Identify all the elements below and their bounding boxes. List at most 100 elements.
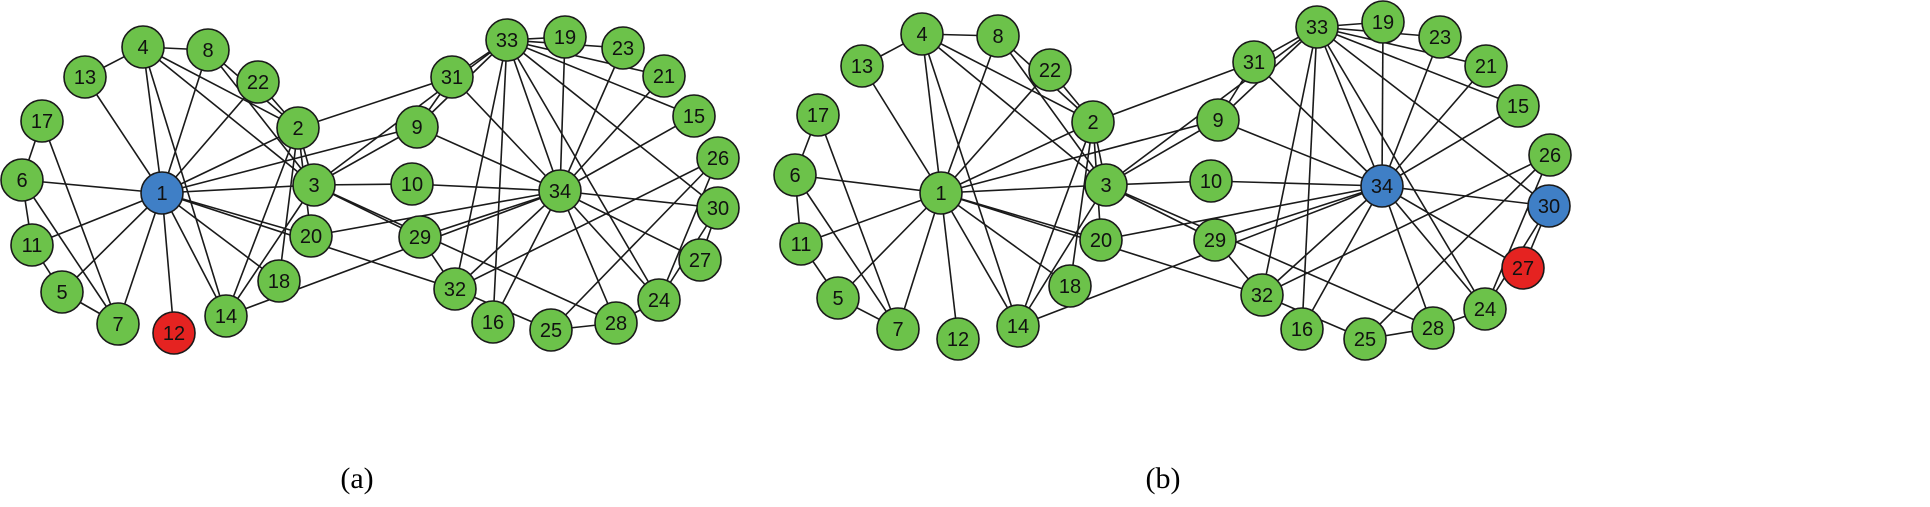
panel-a-node-33: 33	[485, 18, 529, 62]
panel-a-node-18-circle	[257, 259, 301, 303]
panel-a-node-8: 8	[186, 28, 230, 72]
panel-b-node-10-circle	[1189, 159, 1233, 203]
panel-a-edge-3-28	[313, 184, 617, 324]
panel-a-edge-1-13	[84, 76, 163, 194]
panel-a-nodes: 1234567891011121314151617181920212223242…	[0, 15, 740, 355]
panel-b-edge-23-34	[1381, 36, 1441, 187]
panel-a-node-10-label: 10	[401, 174, 423, 196]
panel-b-node-8-label: 8	[992, 26, 1003, 48]
panel-a-node-6-circle	[0, 158, 44, 202]
panel-a-node-15-circle	[672, 94, 716, 138]
panel-b-node-27-circle	[1501, 246, 1545, 290]
panel-b-node-7-circle	[876, 307, 920, 351]
panel-b-node-16-circle	[1280, 307, 1324, 351]
panel-b-edge-21-34	[1381, 65, 1487, 187]
panel-a-node-34-label: 34	[549, 181, 571, 203]
panel-b-edge-2-18	[1069, 121, 1094, 287]
panel-a-node-6: 6	[0, 158, 44, 202]
panel-a-edge-33-34	[506, 39, 561, 192]
panel-b-node-20-label: 20	[1090, 230, 1112, 252]
panel-a-node-11-circle	[10, 223, 54, 267]
panel-a-node-11: 11	[10, 223, 54, 267]
panel-a-node-29-circle	[398, 215, 442, 259]
panel-b-node-15-label: 15	[1507, 96, 1529, 118]
panel-a-node-19: 19	[543, 15, 587, 59]
panel-a-node-16-circle	[471, 300, 515, 344]
panel-a-edge-20-34	[310, 190, 561, 237]
panel-b-node-13-label: 13	[851, 56, 873, 78]
panel-a-node-4-circle	[121, 25, 165, 69]
panel-a-node-2-circle	[276, 106, 320, 150]
panel-a-node-17-label: 17	[31, 111, 53, 133]
panel-b-node-23-circle	[1418, 15, 1462, 59]
panel-a-node-28-label: 28	[605, 313, 627, 335]
panel-b-node-13: 13	[840, 44, 884, 88]
panel-b-node-31-circle	[1232, 40, 1276, 84]
panel-b-node-21-circle	[1464, 44, 1508, 88]
panel-a-node-32: 32	[433, 267, 477, 311]
panel-a-node-1-label: 1	[156, 183, 167, 205]
panel-a-node-15-label: 15	[683, 106, 705, 128]
panel-b-node-30-circle	[1527, 184, 1571, 228]
panel-a-node-18-label: 18	[268, 271, 290, 293]
panel-b-node-34-label: 34	[1371, 176, 1393, 198]
panel-b-edge-24-26	[1484, 154, 1551, 310]
panel-b-node-26: 26	[1528, 133, 1572, 177]
panel-a-node-12-label: 12	[163, 323, 185, 345]
panel-a-edge-29-34	[419, 190, 561, 238]
panel-a-node-8-label: 8	[202, 40, 213, 62]
panel-a-edge-1-6	[21, 179, 163, 194]
panel-a-edge-31-34	[451, 76, 561, 192]
panel-a-edge-1-5	[61, 192, 163, 293]
panel-a-node-7-circle	[96, 302, 140, 346]
panel-a-node-17: 17	[20, 99, 64, 143]
panel-b-node-4: 4	[900, 12, 944, 56]
panel-b-node-22-label: 22	[1039, 60, 1061, 82]
panel-a-node-16-label: 16	[482, 312, 504, 334]
panel-b-node-28-circle	[1411, 306, 1455, 350]
panel-a-edge-3-14	[225, 184, 315, 317]
panel-a-node-32-circle	[433, 267, 477, 311]
panel-a-node-27-label: 27	[689, 250, 711, 272]
panel-b-node-21-label: 21	[1475, 56, 1497, 78]
panel-a-node-18: 18	[257, 259, 301, 303]
panel-b-node-10: 10	[1189, 159, 1233, 203]
panel-b-node-16: 16	[1280, 307, 1324, 351]
panel-a-edges	[21, 36, 719, 334]
panel-a-edge-30-34	[559, 190, 719, 209]
panel-a-edge-32-33	[454, 39, 508, 290]
panel-a-node-9: 9	[395, 105, 439, 149]
panel-a-graph: 1234567891011121314151617181920212223242…	[0, 15, 740, 355]
panel-b-node-7: 7	[876, 307, 920, 351]
panel-a-node-20-label: 20	[300, 226, 322, 248]
panel-b-node-5-label: 5	[832, 288, 843, 310]
panel-a-node-30-circle	[696, 186, 740, 230]
panel-a-node-7: 7	[96, 302, 140, 346]
panel-b-edge-1-4	[921, 33, 942, 194]
panel-b-edge-9-34	[1217, 119, 1383, 187]
panel-b-edge-6-7	[794, 174, 899, 330]
panel-b-edge-30-34	[1381, 185, 1550, 207]
panel-a-edge-23-34	[559, 47, 624, 192]
panel-b-node-18-label: 18	[1059, 276, 1081, 298]
panel-b-node-20-circle	[1079, 218, 1123, 262]
panel-a-node-2-label: 2	[292, 118, 303, 140]
panel-b-node-21: 21	[1464, 44, 1508, 88]
panel-a-node-11-label: 11	[22, 235, 43, 257]
panel-b-node-24: 24	[1463, 287, 1507, 331]
panel-b-edge-32-34	[1261, 185, 1383, 296]
panel-b-edge-32-33	[1261, 26, 1318, 296]
panel-b-node-2-circle	[1071, 100, 1115, 144]
panel-b-node-28: 28	[1411, 306, 1455, 350]
panel-b-edge-25-26	[1364, 154, 1551, 340]
panel-a-edge-1-4	[142, 46, 163, 194]
panel-a-edge-1-7	[117, 192, 163, 325]
panel-a-edge-16-33	[492, 39, 508, 323]
panel-a-node-23-circle	[601, 26, 645, 70]
panel-b-node-11-circle	[779, 222, 823, 266]
panel-a-edge-6-7	[21, 179, 119, 325]
panel-a-caption: (a)	[340, 462, 374, 495]
panel-b-node-23: 23	[1418, 15, 1462, 59]
panel-a-node-9-circle	[395, 105, 439, 149]
